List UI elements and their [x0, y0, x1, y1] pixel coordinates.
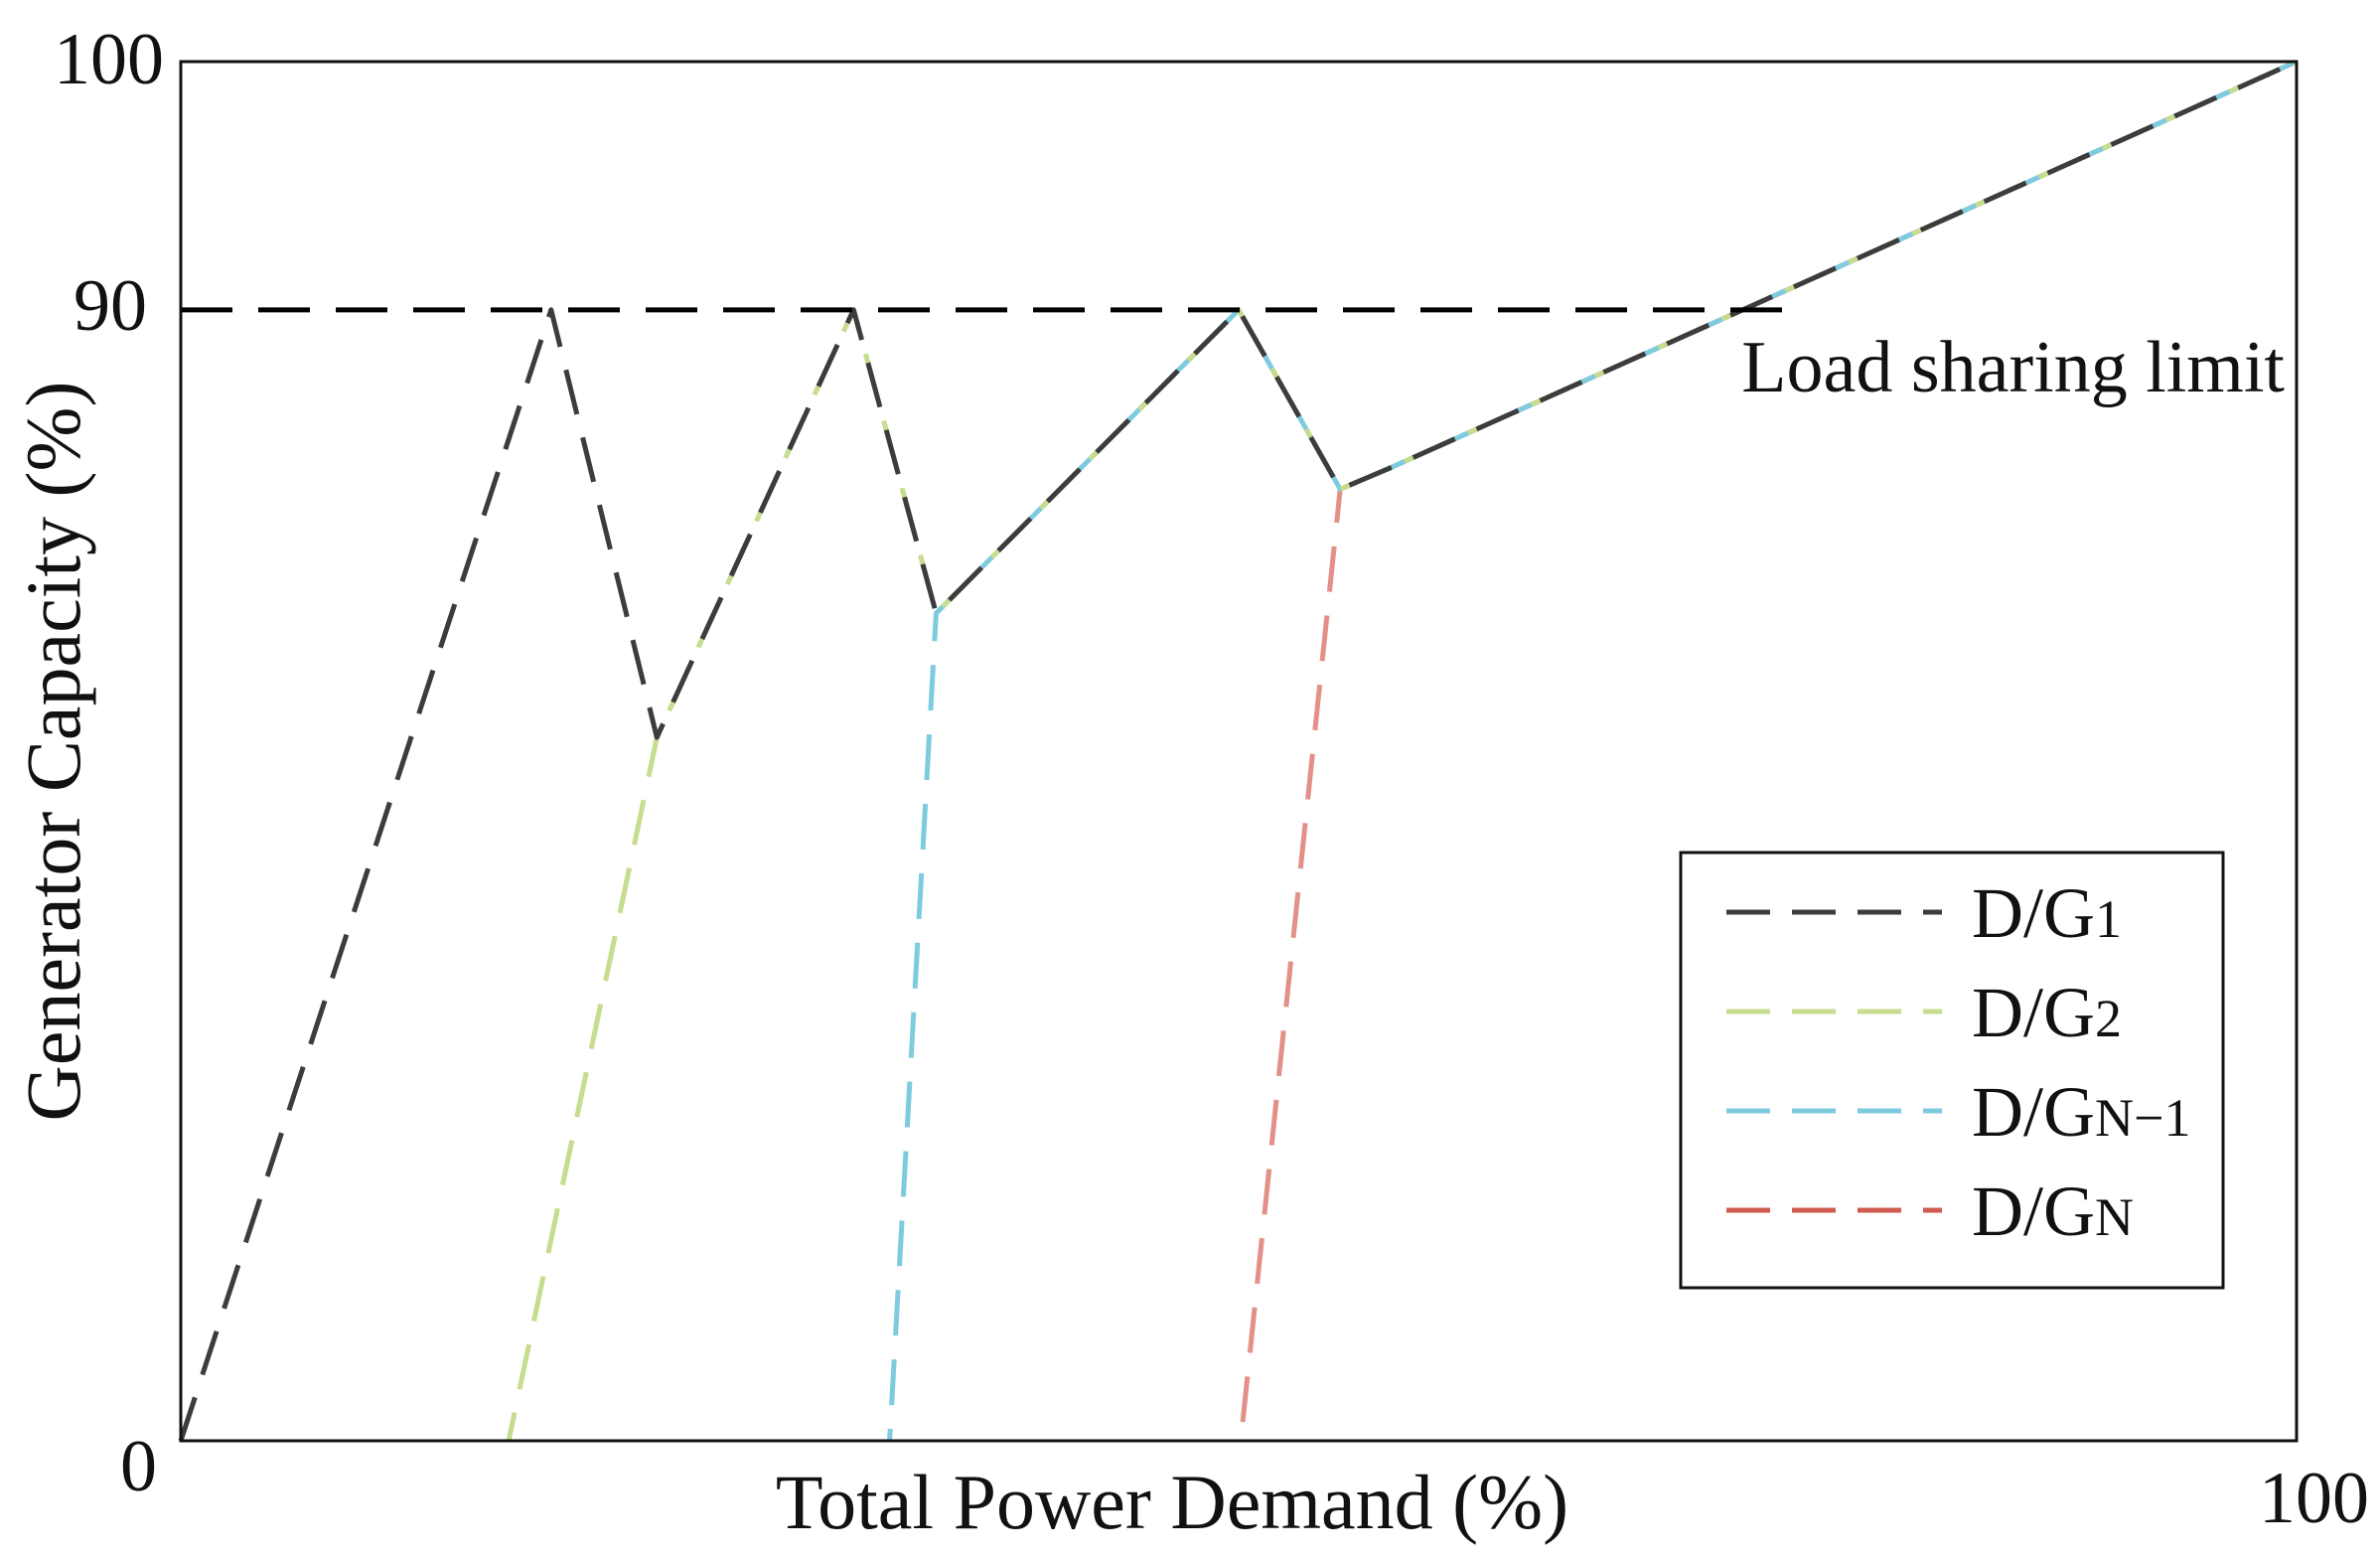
legend-box	[1679, 851, 2225, 1290]
series-line-0	[178, 59, 2299, 1442]
legend: D/G1 D/G2 D/GN−1 D/GN	[1679, 851, 2225, 1290]
legend-label-dg1: D/G1	[1972, 873, 2122, 953]
series-layer	[178, 59, 2299, 1442]
load-sharing-limit-label: Load sharing limit	[1741, 327, 2285, 408]
x-axis-label: Total Power Demand (%)	[776, 1459, 1568, 1545]
legend-label-dg2: D/G2	[1972, 973, 2122, 1052]
y-tick-label-0: 0	[120, 1426, 157, 1507]
x-tick-label-100: 100	[2259, 1458, 2369, 1539]
plot-frame	[179, 60, 2299, 1443]
y-tick-label-100: 100	[54, 19, 164, 100]
y-axis-label: Generator Capacity (%)	[10, 382, 96, 1122]
y-tick-label-90: 90	[74, 265, 147, 347]
legend-label-dgn: D/GN	[1972, 1171, 2134, 1251]
legend-label-dgn-1: D/GN−1	[1972, 1072, 2190, 1152]
